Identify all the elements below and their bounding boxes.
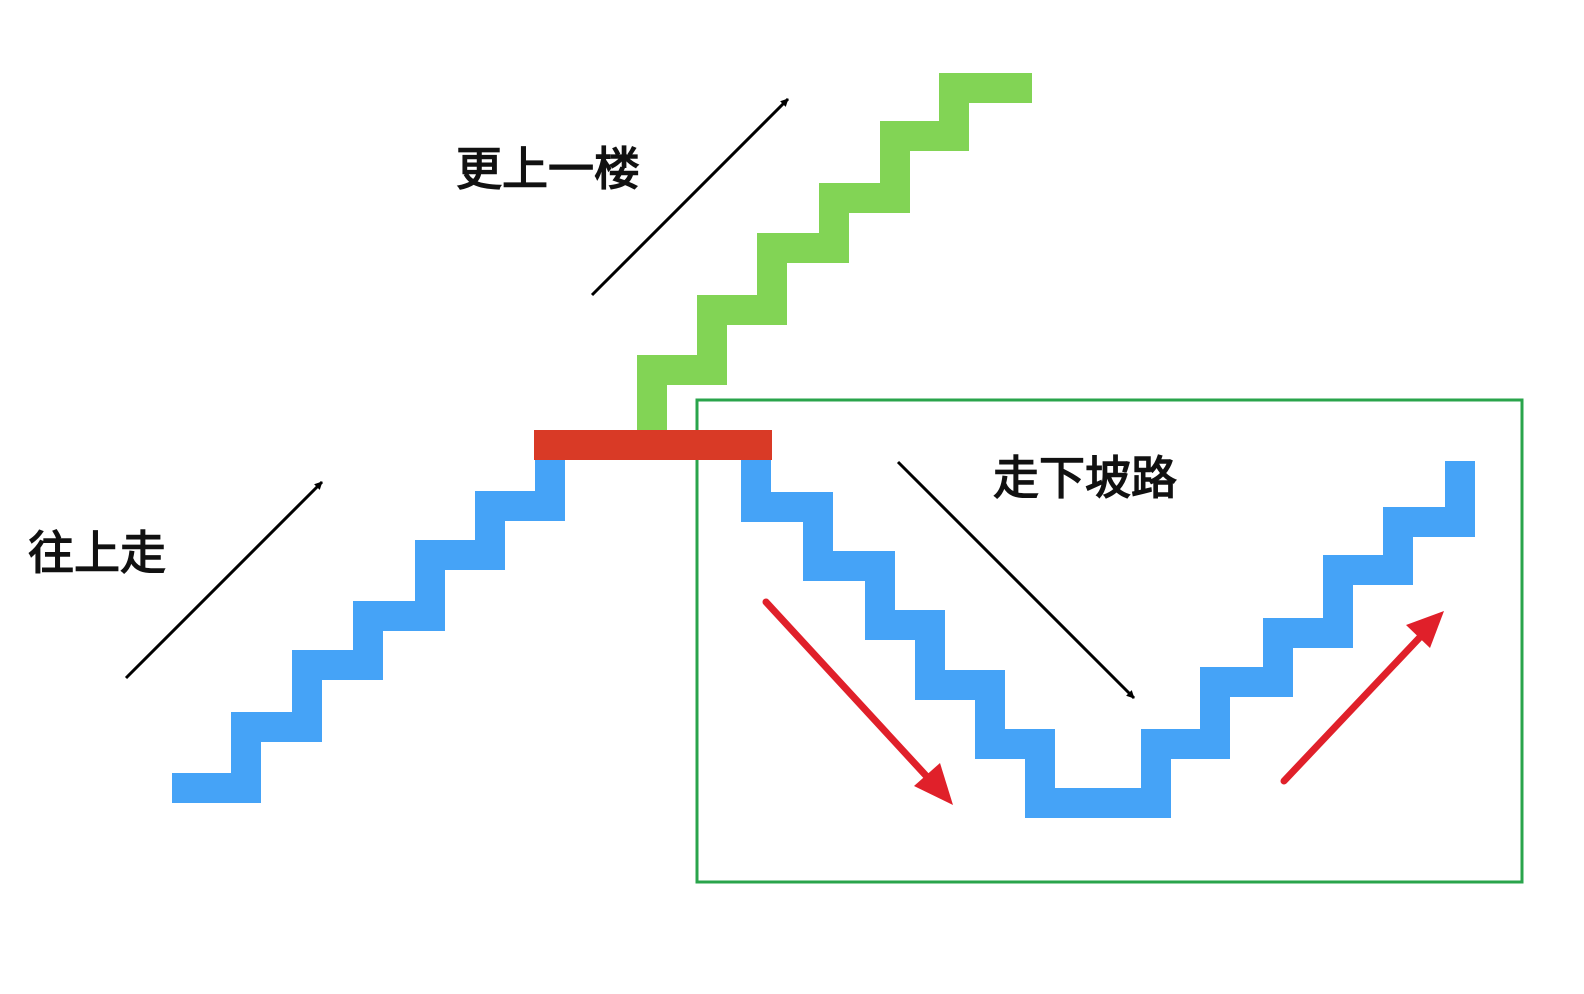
- label-go-up: 往上走: [28, 526, 166, 580]
- red-arrow-up-shaft: [1280, 630, 1427, 785]
- blue-stairs-downhill: [741, 460, 1475, 818]
- arrow-downhill: [896, 460, 1136, 700]
- red-arrow-down-head: [914, 763, 953, 805]
- label-next-floor: 更上一楼: [456, 142, 640, 196]
- label-downhill: 走下坡路: [993, 451, 1177, 505]
- arrow-next-floor: [590, 97, 790, 297]
- red-arrow-down-shaft: [762, 598, 934, 784]
- red-arrow-up-head: [1406, 611, 1444, 648]
- green-stairs-upper: [637, 73, 1032, 432]
- arrow-go-up: [124, 480, 324, 680]
- downhill-frame: [695, 398, 1524, 884]
- red-landing: [534, 430, 772, 460]
- blue-stairs-ascending: [172, 460, 565, 803]
